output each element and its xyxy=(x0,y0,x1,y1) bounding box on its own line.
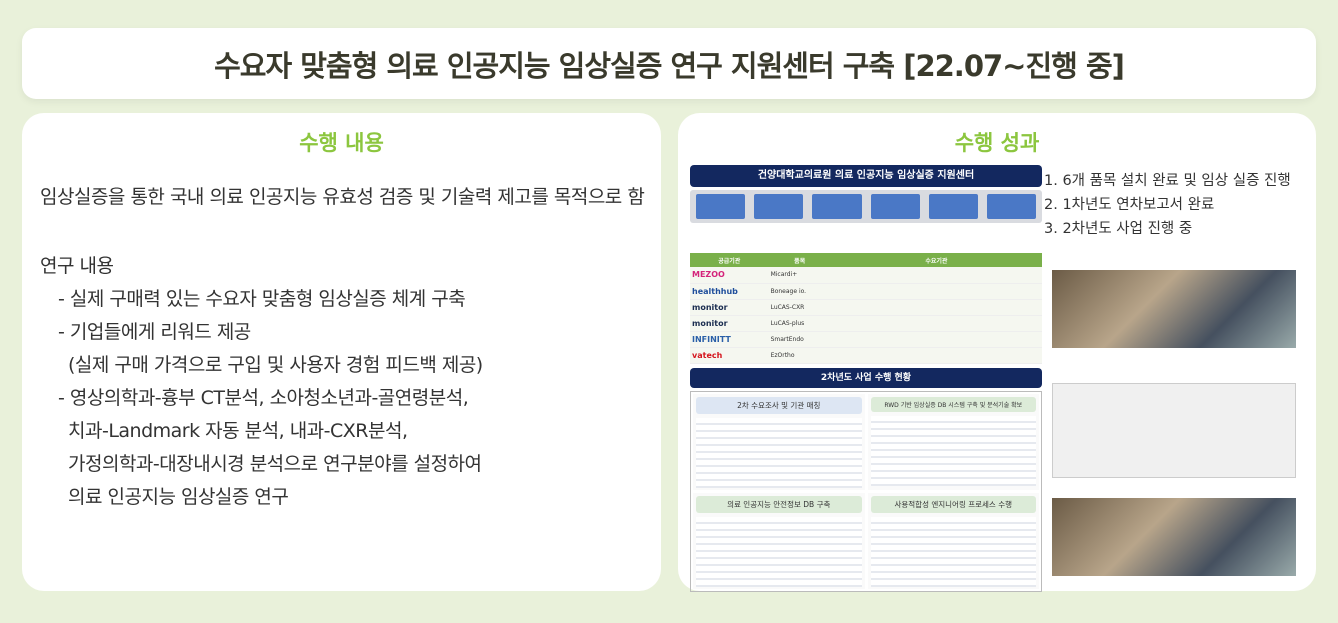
year2-title: 2차년도 사업 수행 현황 xyxy=(690,367,1042,388)
research-item: 의료 인공지능 임상실증 연구 xyxy=(68,486,289,508)
content-card: 수행 내용 임상실증을 통한 국내 의료 인공지능 유효성 검증 및 기술력 제… xyxy=(22,113,661,591)
research-item: 가정의학과-대장내시경 분석으로 연구분야를 설정하여 xyxy=(68,453,482,475)
process-steps xyxy=(690,190,1042,223)
result-item: 1. 6개 품목 설치 완료 및 임상 실증 진행 xyxy=(1044,173,1291,189)
research-item: - 실제 구매력 있는 수요자 맞춤형 임상실증 체계 구축 xyxy=(58,288,466,310)
figure-title: 건양대학교의료원 의료 인공지능 임상실증 지원센터 xyxy=(690,165,1042,187)
research-item: - 영상의학과-흉부 CT분석, 소아청소년과-골연령분석, xyxy=(58,387,469,409)
meeting-photo xyxy=(1052,270,1296,348)
purpose-text: 임상실증을 통한 국내 의료 인공지능 유효성 검증 및 기술력 제고를 목적으… xyxy=(40,186,645,208)
document-screenshot xyxy=(1052,383,1296,478)
results-heading: 수행 성과 xyxy=(954,131,1040,155)
research-item: (실제 구매 가격으로 구입 및 사용자 경험 피드백 제공) xyxy=(68,354,483,376)
result-item: 2. 1차년도 연차보고서 완료 xyxy=(1044,197,1215,213)
result-item: 3. 2차년도 사업 진행 중 xyxy=(1044,221,1193,237)
quadrant-title: 의료 인공지능 안전정보 DB 구축 xyxy=(696,495,862,513)
workshop-photo xyxy=(1052,498,1296,576)
research-item: 치과-Landmark 자동 분석, 내과-CXR분석, xyxy=(68,420,408,442)
page-title: 수요자 맞춤형 의료 인공지능 임상실증 연구 지원센터 구축 [22.07~진… xyxy=(214,48,1125,83)
research-label: 연구 내용 xyxy=(40,255,114,277)
quadrant-title: RWD 기반 임상실증 DB 시스템 구축 및 분석기술 확보 xyxy=(870,396,1036,412)
title-banner: 수요자 맞춤형 의료 인공지능 임상실증 연구 지원센터 구축 [22.07~진… xyxy=(22,28,1316,99)
results-list: 1. 6개 품목 설치 완료 및 임상 실증 진행 2. 1차년도 연차보고서 … xyxy=(1044,169,1291,241)
research-item: - 기업들에게 리워드 제공 xyxy=(58,321,251,343)
quadrant-title: 2차 수요조사 및 기관 매칭 xyxy=(696,396,862,414)
content-heading: 수행 내용 xyxy=(299,131,384,155)
quadrant-title: 사용적합성 엔지니어링 프로세스 수행 xyxy=(870,495,1036,513)
